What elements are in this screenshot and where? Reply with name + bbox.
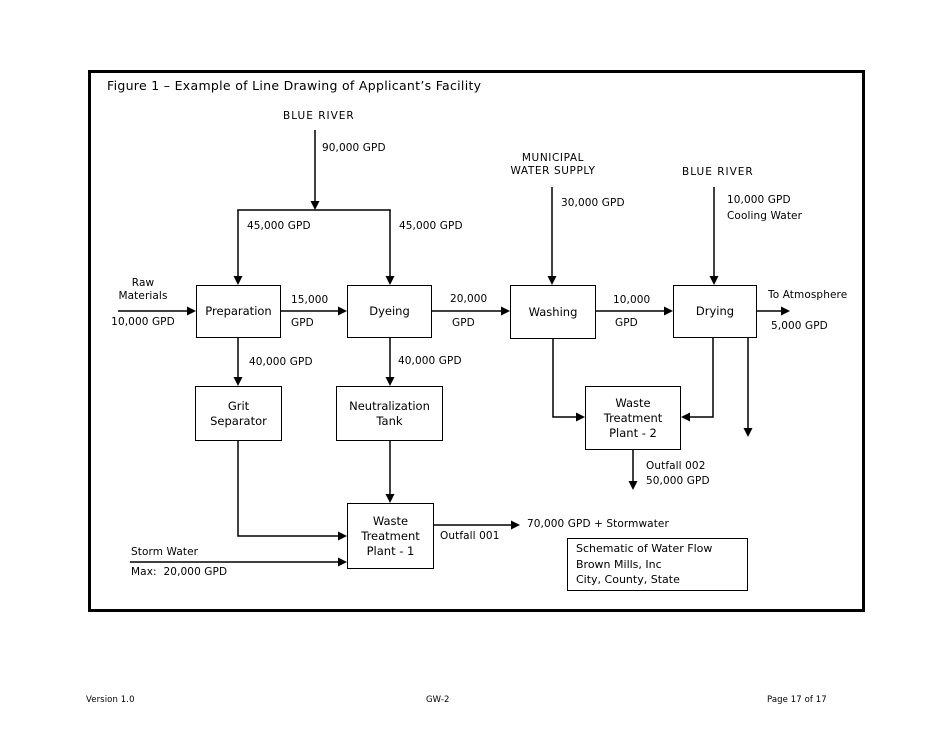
- node-drying: Drying: [673, 285, 757, 338]
- arrow-drying-to-wtp2: [681, 338, 714, 422]
- label-blue-river-cooling: BLUE RIVER: [682, 166, 754, 178]
- label-flow-20000: 20,000: [450, 293, 488, 305]
- node-waste-treatment-plant-1: Waste Treatment Plant - 1: [347, 503, 434, 569]
- schematic-legend-box: Schematic of Water Flow Brown Mills, Inc…: [567, 538, 748, 591]
- label-flow-10000: 10,000: [613, 294, 651, 306]
- label-flow-20000-unit: GPD: [452, 317, 475, 329]
- footer-form-id: GW-2: [426, 695, 450, 705]
- figure-frame: [88, 70, 865, 612]
- label-flow-10000-unit: GPD: [615, 317, 638, 329]
- label-to-atmosphere: To Atmosphere: [768, 289, 848, 301]
- label-municipal-water-supply: MUNICIPAL WATER SUPPLY: [510, 152, 596, 177]
- arrow-stormwater-to-wtp1: [130, 557, 347, 567]
- label-cooling-water: 10,000 GPD Cooling Water: [727, 194, 803, 222]
- label-flow-15000: 15,000: [291, 294, 329, 306]
- footer-version: Version 1.0: [86, 695, 135, 705]
- arrow-wtp2-to-outfall-002: [628, 450, 638, 490]
- node-neutralization-tank: Neutralization Tank: [336, 386, 443, 441]
- arrow-split-to-preparation: [233, 210, 243, 285]
- figure-title: Figure 1 – Example of Line Drawing of Ap…: [107, 78, 482, 93]
- label-flow-40000-left: 40,000 GPD: [249, 356, 313, 368]
- arrow-drying-discharge-down: [743, 338, 753, 437]
- label-flow-30000: 30,000 GPD: [561, 197, 625, 209]
- arrow-preparation-to-grit: [233, 338, 243, 386]
- label-storm-water-max: Max: 20,000 GPD: [131, 566, 228, 578]
- node-preparation: Preparation: [196, 285, 281, 338]
- arrow-raw-materials-to-preparation: [118, 306, 196, 316]
- arrow-drying-to-atmosphere: [757, 306, 790, 316]
- node-waste-treatment-plant-2: Waste Treatment Plant - 2: [585, 386, 681, 450]
- label-flow-45000-right: 45,000 GPD: [399, 220, 463, 232]
- arrow-municipal-to-washing: [547, 187, 557, 285]
- arrow-blue-river-to-split: [310, 130, 320, 210]
- label-blue-river-main: BLUE RIVER: [283, 110, 355, 122]
- label-flow-70000-stormwater: 70,000 GPD + Stormwater: [527, 518, 669, 530]
- arrow-grit-to-wtp1: [237, 441, 347, 541]
- arrow-preparation-to-dyeing: [281, 306, 347, 316]
- node-washing: Washing: [510, 285, 596, 339]
- label-flow-45000-left: 45,000 GPD: [247, 220, 311, 232]
- arrow-washing-to-drying: [596, 306, 673, 316]
- arrow-dyeing-to-washing: [432, 306, 510, 316]
- arrow-dyeing-to-neutralization: [385, 338, 395, 386]
- arrow-wtp1-to-outfall-001: [434, 520, 520, 530]
- label-flow-5000: 5,000 GPD: [771, 320, 828, 332]
- node-dyeing: Dyeing: [347, 285, 432, 338]
- label-flow-15000-unit: GPD: [291, 317, 314, 329]
- arrow-split-to-dyeing: [385, 210, 395, 285]
- footer-page-number: Page 17 of 17: [767, 695, 827, 705]
- arrow-washing-to-wtp2: [552, 339, 585, 422]
- label-outfall-002: Outfall 002 50,000 GPD: [646, 460, 710, 487]
- label-storm-water: Storm Water: [131, 546, 199, 558]
- label-raw-materials-gpd: 10,000 GPD: [111, 316, 175, 328]
- label-flow-40000-right: 40,000 GPD: [398, 355, 462, 367]
- label-outfall-001: Outfall 001: [440, 530, 500, 542]
- node-grit-separator: Grit Separator: [195, 386, 282, 441]
- arrow-neutralization-to-wtp1: [385, 441, 395, 503]
- label-raw-materials: Raw Materials: [118, 277, 168, 302]
- arrow-blue-river-to-drying: [709, 187, 719, 285]
- label-flow-90000: 90,000 GPD: [322, 142, 386, 154]
